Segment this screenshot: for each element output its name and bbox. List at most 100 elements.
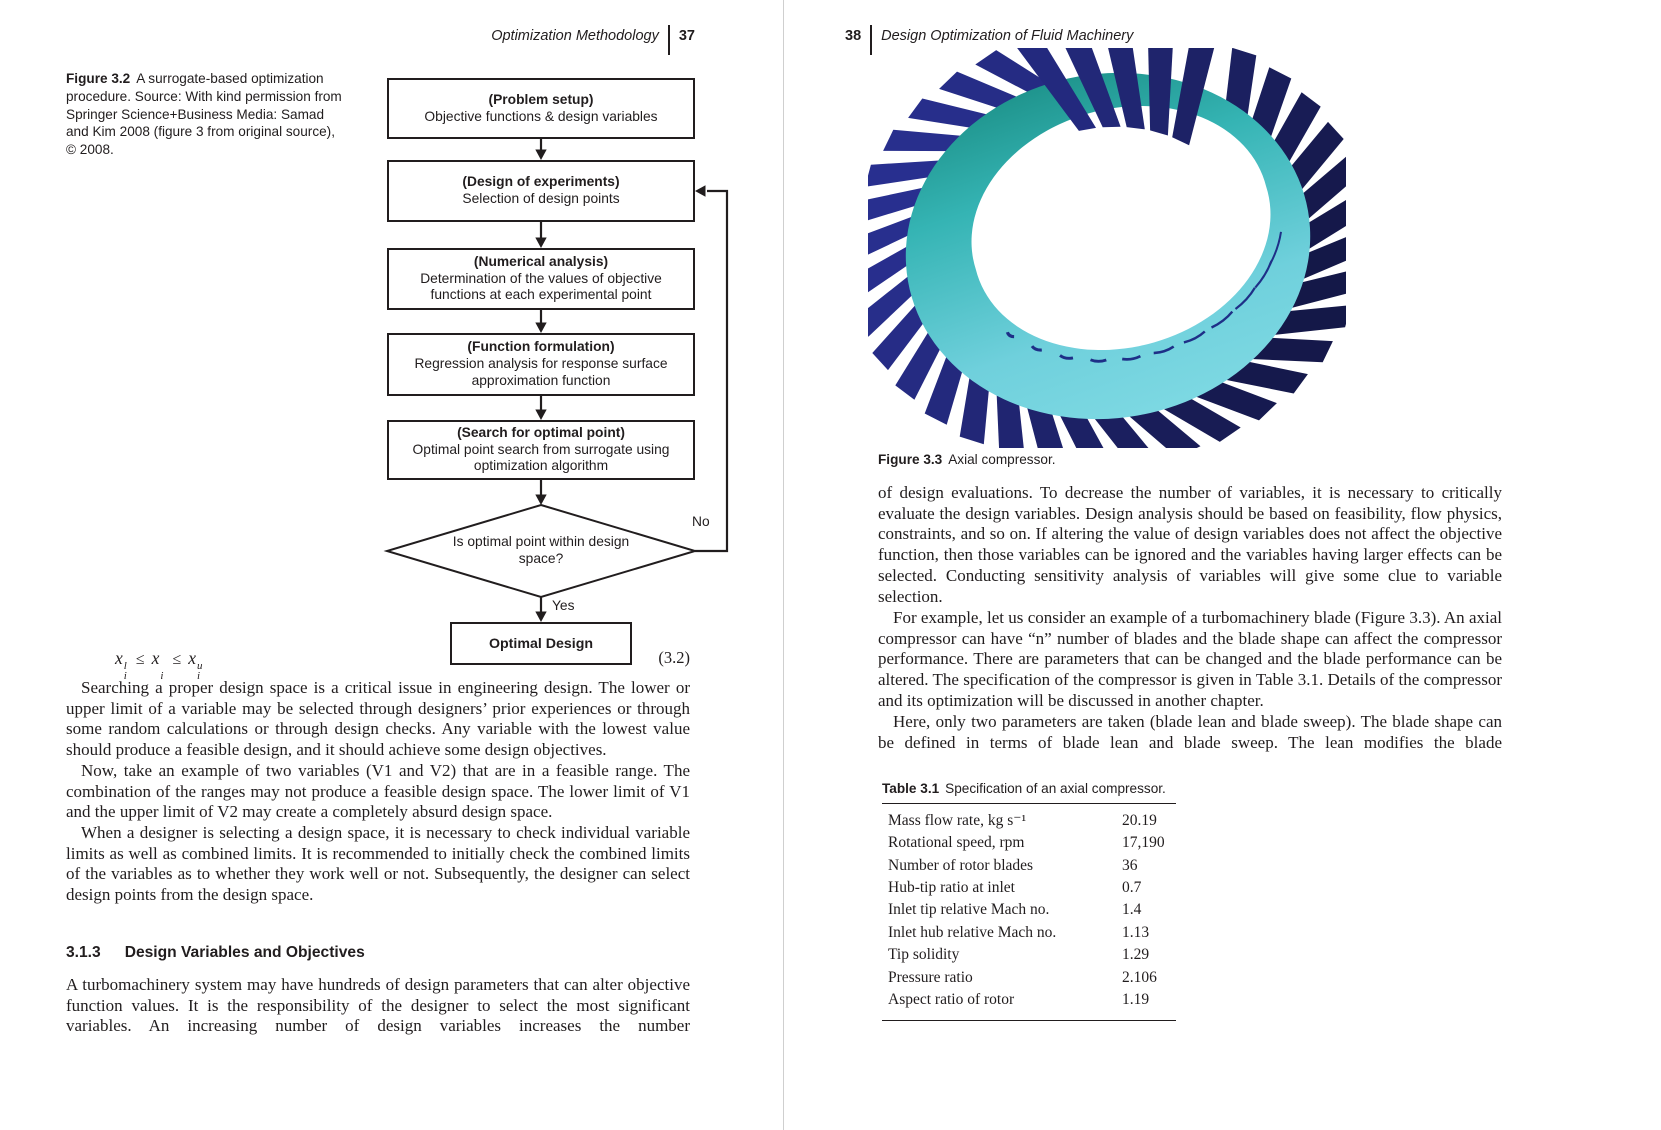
param-name: Mass flow rate, kg s⁻¹ <box>888 811 1027 829</box>
rotor-blade <box>1065 48 1121 128</box>
table-row: Mass flow rate, kg s⁻¹ 20.19 <box>888 810 1176 832</box>
figure-caption-text: Axial compressor. <box>948 452 1056 467</box>
left-running-head: Optimization Methodology 37 <box>491 25 695 55</box>
rotor-blade <box>1154 394 1241 442</box>
param-value: 1.29 <box>1122 946 1150 964</box>
body-paragraph: Searching a proper design space is a cri… <box>66 678 690 760</box>
param-value: 17,190 <box>1122 834 1165 852</box>
blade-tip-mark <box>1153 345 1175 355</box>
equation-number: (3.2) <box>658 648 690 667</box>
param-value: 1.19 <box>1122 991 1150 1009</box>
rotor-blade <box>1056 407 1104 448</box>
param-name: Inlet hub relative Mach no. <box>888 923 1057 941</box>
eq-var: x <box>115 648 123 668</box>
rotor-blade <box>895 324 945 400</box>
rotor-blade <box>872 298 929 371</box>
rotor-blade <box>1024 399 1063 448</box>
right-running-head: 38 Design Optimization of Fluid Machiner… <box>845 25 1133 55</box>
arrowhead <box>535 611 547 622</box>
table-row: Number of rotor blades 36 <box>888 855 1176 877</box>
figure-label: Figure 3.3 <box>878 452 943 467</box>
flow-box-design-of-experiments: (Design of experiments) Selection of des… <box>387 160 695 222</box>
axial-compressor-figure <box>868 48 1346 448</box>
body-paragraph: of design evaluations. To decrease the n… <box>878 483 1502 606</box>
rotor-blade <box>1296 156 1346 226</box>
param-name: Pressure ratio <box>888 968 973 986</box>
table-row: Inlet hub relative Mach no. 1.13 <box>888 922 1176 944</box>
param-name: Tip solidity <box>888 946 960 964</box>
rotor-blade <box>868 159 950 187</box>
rotor-blade <box>1281 271 1346 311</box>
rotor-blade <box>1088 410 1149 448</box>
param-value: 20.19 <box>1122 811 1157 829</box>
surrogate-optimization-flowchart: (Problem setup) Objective functions & de… <box>380 70 740 670</box>
rotor-blade <box>1293 237 1346 284</box>
flow-box-title: (Problem setup) <box>488 91 594 107</box>
flow-box-function-formulation: (Function formulation) Regression analys… <box>387 333 695 396</box>
arrowhead <box>535 149 547 160</box>
eq-var: x <box>188 648 197 668</box>
flow-box-title: (Search for optimal point) <box>457 424 625 440</box>
rotor-blade <box>883 129 971 152</box>
table-caption-text: Specification of an axial compressor. <box>945 781 1166 796</box>
param-value: 0.7 <box>1122 879 1142 897</box>
feedback-arrowhead <box>695 185 706 197</box>
eq-sup: l <box>123 660 127 672</box>
section-title: Design Variables and Objectives <box>124 944 365 961</box>
blade-tip-mark <box>1234 287 1256 310</box>
eq-sub: i <box>160 669 164 682</box>
page-gutter-divider <box>783 0 784 1130</box>
table-row: Tip solidity 1.29 <box>888 944 1176 966</box>
running-head-rule <box>667 25 670 55</box>
arrowhead <box>535 237 547 248</box>
decision-text: Is optimal point within design space? <box>452 534 630 566</box>
rotor-blade <box>868 213 922 255</box>
rotor-blades-front <box>1017 48 1215 146</box>
right-page: 38 Design Optimization of Fluid Machiner… <box>783 0 1661 1130</box>
figure-label: Figure 3.2 <box>66 71 131 86</box>
param-value: 1.4 <box>1122 901 1142 919</box>
flow-box-problem-setup: (Problem setup) Objective functions & de… <box>387 78 695 139</box>
running-head-title: Optimization Methodology <box>491 28 659 44</box>
eq-sub: i <box>197 669 201 682</box>
eq-sup: u <box>197 660 203 672</box>
rotor-blade <box>939 71 1026 111</box>
running-head-title: Design Optimization of Fluid Machinery <box>881 28 1134 44</box>
rotor-blade <box>1148 48 1173 136</box>
blade-tip-mark <box>1089 358 1107 363</box>
figure-3-3-caption: Figure 3.3 Axial compressor. <box>878 451 1278 469</box>
param-value: 1.13 <box>1122 923 1150 941</box>
rotor-blade <box>1172 48 1215 146</box>
rotor-blade <box>1017 48 1096 131</box>
eq-var: x <box>151 648 160 668</box>
blade-tip-mark <box>1210 310 1234 329</box>
body-paragraph: Here, only two parameters are taken (bla… <box>878 712 1502 752</box>
eq-relation: ≤ <box>172 651 182 668</box>
rotor-blade <box>975 50 1058 97</box>
blade-tip-mark <box>1059 354 1074 360</box>
param-value: 36 <box>1122 856 1138 874</box>
param-name: Number of rotor blades <box>888 856 1034 874</box>
body-paragraph: Now, take an example of two variables (V… <box>66 761 690 822</box>
body-paragraph: When a designer is selecting a design sp… <box>66 823 690 905</box>
blade-tip-mark <box>1254 260 1273 289</box>
rotor-blade <box>868 185 933 221</box>
table-row: Inlet tip relative Mach no. 1.4 <box>888 899 1176 921</box>
param-name: Inlet tip relative Mach no. <box>888 901 1050 919</box>
no-feedback-line <box>695 189 729 553</box>
flow-box-body: Determination of the values of objective… <box>420 270 662 303</box>
figure-caption-text: A surrogate-based optimization procedure… <box>66 71 342 158</box>
blade-tip-marks <box>1005 231 1282 363</box>
blade-tip-mark <box>1183 330 1206 344</box>
rotor-blade <box>868 270 919 337</box>
rotor-blade <box>908 98 997 130</box>
rotor-blade <box>924 348 965 425</box>
